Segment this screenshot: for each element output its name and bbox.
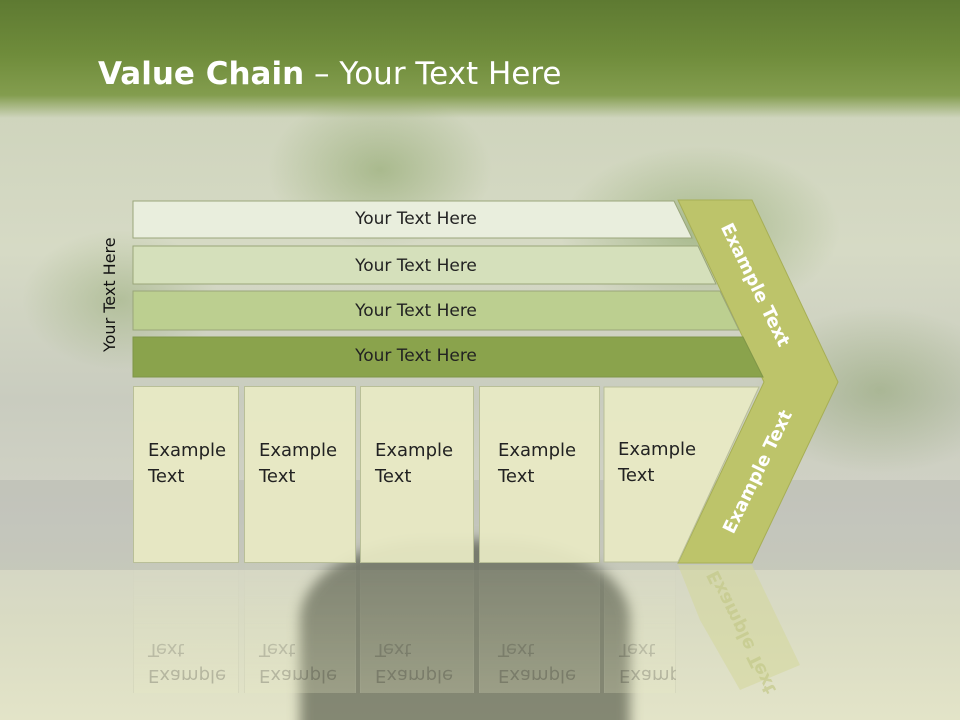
title-bold: Value Chain — [98, 56, 305, 92]
chevron-arrow[interactable] — [677, 199, 839, 564]
bar-1-label: Your Text Here — [355, 209, 477, 229]
box-5-shape[interactable] — [603, 386, 760, 563]
chevron-reflection — [678, 565, 800, 690]
bar-3[interactable] — [132, 290, 740, 331]
bar-2-label: Your Text Here — [355, 256, 477, 276]
title-rest: – Your Text Here — [304, 56, 562, 92]
bar-4[interactable] — [132, 336, 764, 378]
slide-title[interactable]: Value Chain – Your Text Here — [98, 52, 561, 96]
bar-4-label: Your Text Here — [355, 346, 477, 366]
title-bar — [0, 0, 960, 118]
bar-3-label: Your Text Here — [355, 301, 477, 321]
bar-2[interactable] — [132, 245, 717, 285]
bar-1[interactable] — [132, 200, 693, 239]
background-tree-trunk — [300, 540, 630, 720]
